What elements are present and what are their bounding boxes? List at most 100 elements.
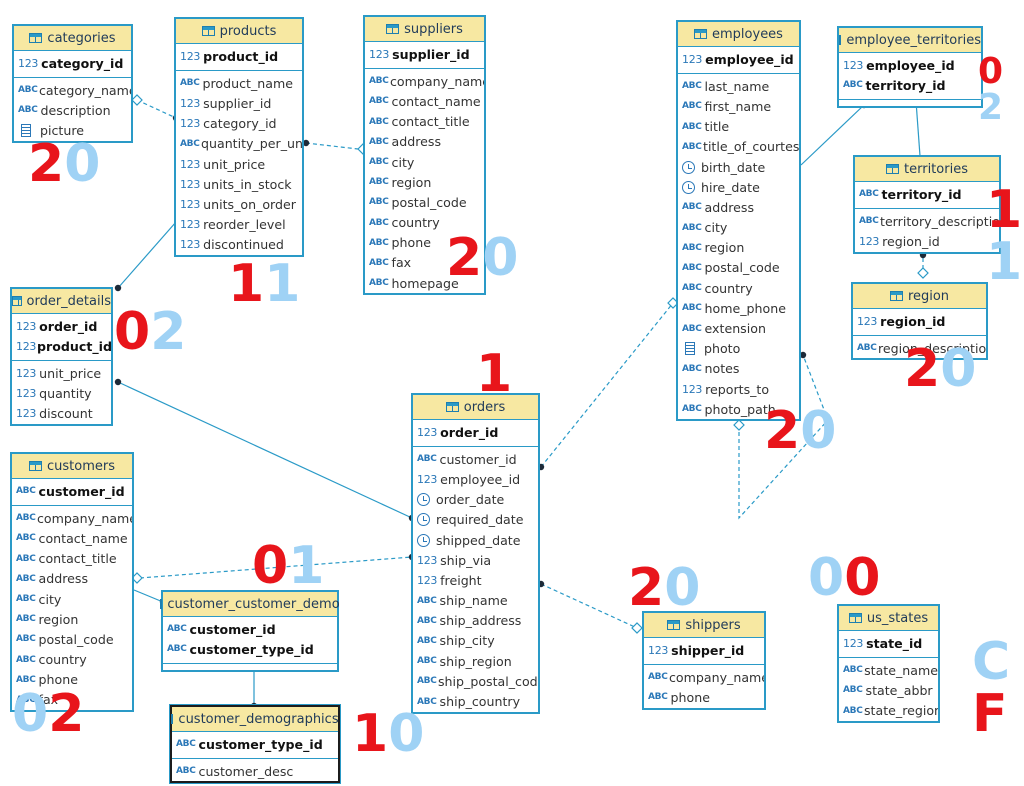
column-row[interactable]: shipped_date: [413, 530, 538, 550]
table-header[interactable]: categories: [14, 26, 131, 51]
table-header[interactable]: suppliers: [365, 17, 484, 42]
column-row[interactable]: picture: [14, 121, 131, 141]
table-header[interactable]: customer_customer_demo: [160, 592, 340, 617]
table-header[interactable]: shippers: [644, 613, 764, 638]
table-header[interactable]: employee_territories: [839, 28, 981, 53]
column-row[interactable]: hire_date: [678, 177, 799, 197]
column-row[interactable]: photo: [678, 339, 799, 359]
table-header[interactable]: orders: [413, 395, 538, 420]
column-row[interactable]: birth_date: [678, 157, 799, 177]
table-header[interactable]: us_states: [839, 606, 938, 631]
column-row[interactable]: required_date: [413, 510, 538, 530]
table-header[interactable]: products: [176, 19, 302, 44]
table-header[interactable]: customers: [12, 454, 132, 479]
table-header[interactable]: employees: [678, 22, 799, 47]
table-header[interactable]: customer_demographics: [171, 707, 339, 732]
